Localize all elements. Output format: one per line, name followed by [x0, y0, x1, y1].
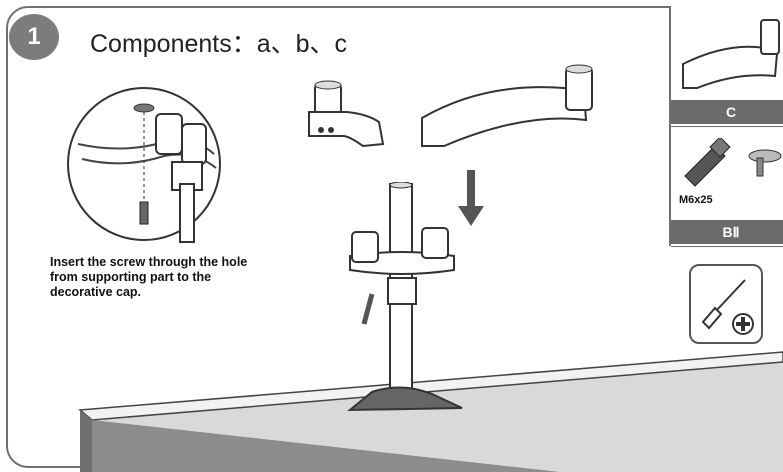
- part-c-arm-icon: [682, 19, 780, 89]
- page-title: Components：a、b、c: [90, 30, 348, 58]
- part-c-box: C: [671, 6, 783, 127]
- screwdriver-tool-box: [689, 264, 763, 344]
- step-number-badge: 1: [9, 14, 59, 60]
- instruction-text: Insert the screw through the hole from s…: [50, 255, 248, 299]
- plus-icon: [732, 313, 754, 335]
- arm-segment-b-illustration: [421, 64, 593, 147]
- screwdriver-icon: [701, 279, 746, 330]
- parts-side-panel: C M6x25 BⅡ: [669, 6, 783, 247]
- part-c-label: C: [671, 100, 783, 124]
- cap-icon: [748, 149, 782, 177]
- circle-detail-illustration: [67, 87, 221, 243]
- part-b-label: BⅡ: [671, 220, 783, 244]
- screw-spec: M6x25: [679, 194, 713, 206]
- part-b-box: M6x25 BⅡ: [671, 128, 783, 247]
- screw-icon: [684, 138, 731, 187]
- arm-segment-a-illustration: [308, 80, 385, 148]
- pole-stand-illustration: [347, 182, 463, 412]
- down-arrow-icon: [458, 170, 484, 226]
